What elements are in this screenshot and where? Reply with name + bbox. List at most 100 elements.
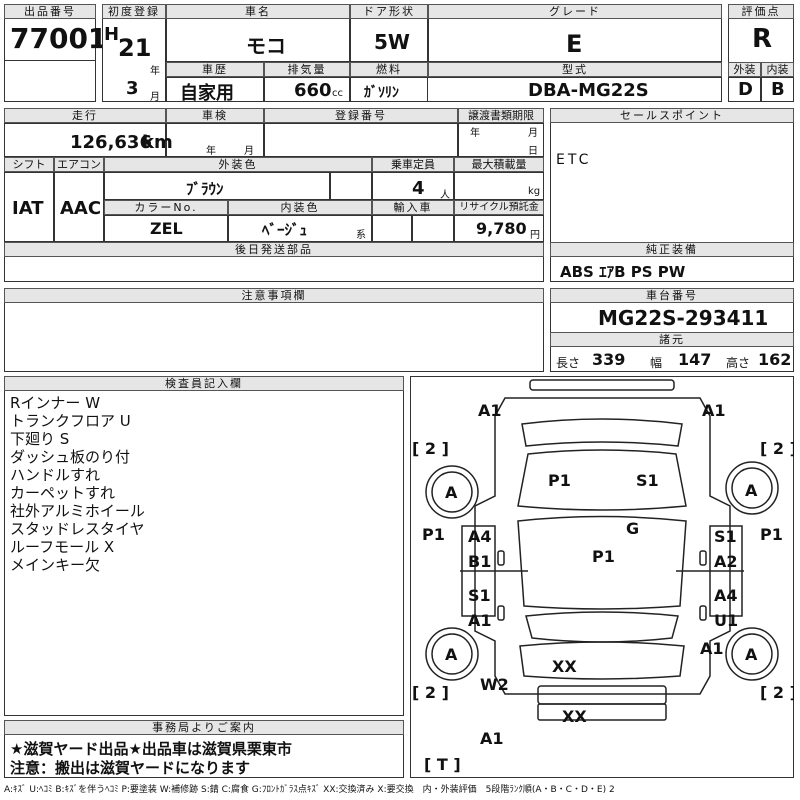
import-cell-b [412, 215, 454, 242]
equipment-label: 純正装備 [550, 242, 794, 257]
shift-value: IAT [12, 198, 44, 219]
inspector-label: 検査員記入欄 [4, 376, 404, 391]
recycle-cell [454, 215, 544, 242]
mileage-cell [4, 123, 166, 157]
chassis-number: MG22S-293411 [598, 306, 769, 330]
height-label: 高さ [726, 356, 751, 370]
recycle-value: 9,780 [476, 219, 527, 238]
ext-value: D [738, 79, 753, 100]
interior-cell [228, 215, 372, 242]
ins-month-unit: 月 [244, 146, 254, 157]
disp-label: 排気量 [264, 62, 350, 77]
mark-s1-right: S1 [714, 527, 737, 546]
mark-a4-left: A4 [468, 527, 492, 546]
ac-label: エアコン [54, 157, 104, 172]
eval-score: R [752, 24, 773, 54]
load-label: 最大積載量 [454, 157, 544, 172]
capacity-unit: 人 [440, 190, 450, 201]
mark-bracket-2-rear-right: [ 2 ] [760, 683, 794, 702]
mark-p1-left: P1 [422, 525, 445, 544]
length-value: 339 [592, 350, 626, 369]
interior-unit: 系 [356, 230, 366, 241]
wheels [425, 461, 779, 681]
mark-a1-front-left: A1 [478, 401, 502, 420]
mark-g: G [626, 519, 639, 538]
inspector-line-8: スタッドレスタイヤ [10, 520, 145, 538]
shift-label: シフト [4, 157, 54, 172]
car-name: モコ [246, 34, 286, 58]
regno-cell [264, 123, 458, 157]
grade-label: グレード [428, 4, 722, 19]
color-cell [104, 172, 330, 200]
mark-t: [ T ] [424, 755, 461, 774]
capacity-value: 4 [412, 178, 425, 199]
chassis-label: 車台番号 [550, 288, 794, 303]
inspector-line-3: 下廻り S [10, 430, 70, 448]
fuel-label: 燃料 [350, 62, 428, 77]
mark-p1-right: P1 [760, 525, 783, 544]
int-cell [761, 77, 794, 102]
inspector-line-4: ダッシュ板のり付 [10, 448, 131, 466]
inspection-cell [166, 123, 264, 157]
mark-a-wheel-rr: A [745, 645, 758, 664]
model-label: 型式 [428, 62, 722, 77]
mileage-value: 126,636 [70, 132, 152, 153]
equipment-text: ABS ｴｱB PS PW [560, 263, 686, 281]
int-value: B [771, 79, 785, 100]
mark-a-wheel-fl: A [445, 483, 458, 502]
mark-a1-left: A1 [468, 611, 492, 630]
tr-month-unit: 月 [528, 128, 538, 139]
interior-value: ﾍﾞｰｼﾞｭ [262, 221, 308, 239]
reg-year: 21 [118, 34, 152, 62]
sales-label: セールスポイント [550, 108, 794, 123]
lot-label: 出品番号 [4, 4, 96, 19]
dims-label: 諸元 [550, 332, 794, 347]
office-line-1: ★滋賀ヤード出品★出品車は滋賀県栗東市 [10, 740, 292, 758]
mark-bracket-2-right: [ 2 ] [760, 439, 794, 458]
mark-a1-rear-right: A1 [700, 639, 724, 658]
grade-value: E [566, 30, 583, 58]
transfer-label: 譲渡書類期限 [458, 108, 544, 123]
transfer-cell [458, 123, 544, 157]
disp-unit: cc [332, 88, 343, 99]
regno-label: 登録番号 [264, 108, 458, 123]
ext-cell [728, 77, 761, 102]
tr-year-unit: 年 [470, 128, 480, 139]
recycle-unit: 円 [530, 230, 540, 241]
width-value: 147 [678, 350, 712, 369]
load-cell [454, 172, 544, 200]
mark-p1-roof: P1 [592, 547, 615, 566]
interior-label: 内装色 [228, 200, 372, 215]
inspector-line-2: トランクフロア U [10, 412, 131, 430]
office-label: 事務局よりご案内 [4, 720, 404, 735]
ac-cell [54, 172, 104, 242]
inspector-line-5: ハンドルすれ [10, 466, 101, 484]
color-value: ﾌﾞﾗｳﾝ [186, 180, 224, 198]
import-cell-a [372, 215, 412, 242]
reg-month: 3 [126, 78, 139, 99]
colorno-cell [104, 215, 228, 242]
import-label: 輸入車 [372, 200, 454, 215]
office-line-2: 注意：搬出は滋賀ヤードになります [10, 759, 251, 777]
history-label: 車歴 [166, 62, 264, 77]
lot-lower [4, 60, 96, 102]
disp-value: 660 [294, 80, 332, 101]
ac-value: AAC [60, 198, 102, 219]
mark-s1-left: S1 [468, 586, 491, 605]
mark-a1-rear-bumper: A1 [480, 729, 504, 748]
mark-a4-right: A4 [714, 586, 738, 605]
inspection-label: 車検 [166, 108, 264, 123]
legend: A:ｷｽﾞ U:ﾍｺﾐ B:ｷｽﾞを伴うﾍｺﾐ P:要塗装 W:補修跡 S:錆 … [4, 785, 615, 795]
int-label: 内装 [761, 62, 794, 77]
capacity-label: 乗車定員 [372, 157, 454, 172]
inspector-line-6: カーペットすれ [10, 484, 116, 502]
history-value: 自家用 [180, 83, 234, 104]
color-label: 外装色 [104, 157, 372, 172]
load-unit: kg [528, 186, 541, 197]
sales-text: ETC [556, 152, 592, 168]
history-cell [166, 77, 264, 102]
shift-cell [4, 172, 54, 242]
recycle-label: リサイクル預託金 [454, 200, 544, 215]
mileage-label: 走行 [4, 108, 166, 123]
colorno-value: ZEL [150, 219, 183, 238]
